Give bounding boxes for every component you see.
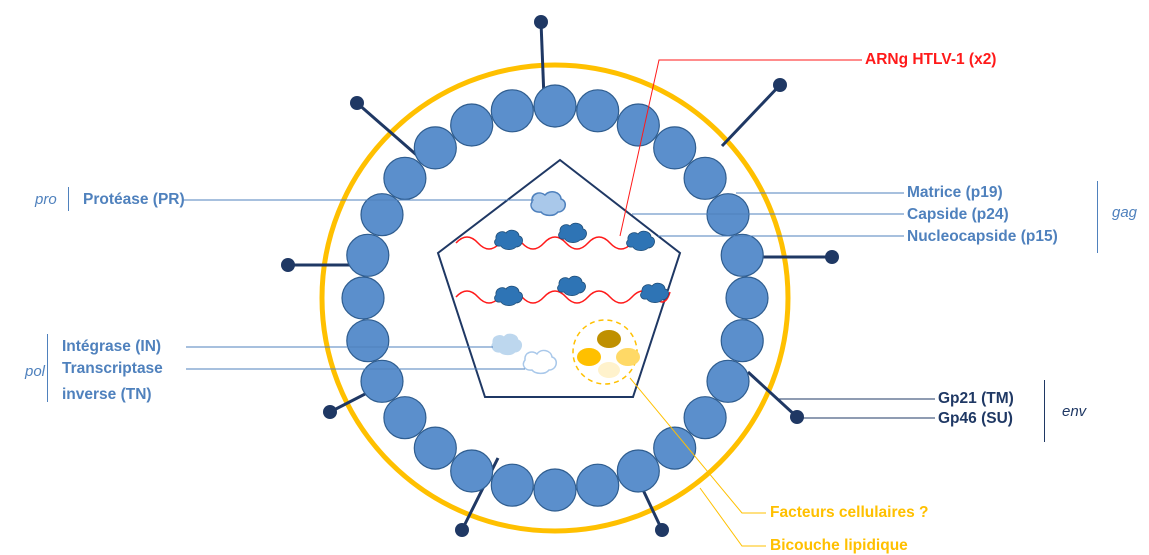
matrix-protein bbox=[683, 156, 727, 200]
lipid-bilayer-label: Bicouche lipidique bbox=[770, 537, 908, 554]
cellular-factors-label: Facteurs cellulaires ? bbox=[770, 504, 929, 521]
matrix-protein bbox=[533, 84, 577, 128]
matrix-protein bbox=[706, 193, 750, 237]
nucleocapsid-protein bbox=[626, 230, 655, 251]
transcriptase-label-line1: Transcriptase bbox=[62, 360, 163, 377]
nucleocapsid-protein bbox=[640, 282, 669, 303]
glycoprotein-spike bbox=[720, 78, 787, 148]
matrix-protein bbox=[725, 276, 769, 320]
gp46-label: Gp46 (SU) bbox=[938, 410, 1013, 427]
matrix-protein bbox=[413, 426, 457, 470]
matrix-protein bbox=[450, 103, 494, 147]
integrase-icon bbox=[491, 333, 523, 356]
env-group-bracket bbox=[1044, 380, 1045, 442]
matrix-protein bbox=[346, 233, 390, 277]
matrix-protein bbox=[653, 426, 697, 470]
cellular-factors bbox=[572, 319, 640, 385]
glycoprotein-spike bbox=[534, 15, 548, 99]
matrix-protein bbox=[616, 449, 660, 493]
glycoprotein-spike bbox=[281, 258, 358, 272]
rna-strand-bottom bbox=[455, 290, 671, 304]
matrix-protein bbox=[576, 89, 620, 133]
matrix-protein bbox=[450, 449, 494, 493]
rna-strand-top bbox=[455, 236, 655, 250]
pro-group-label: pro bbox=[35, 191, 57, 208]
glycoprotein-spike bbox=[758, 250, 839, 264]
matrix-protein bbox=[616, 103, 660, 147]
matrix-protein bbox=[653, 126, 697, 170]
env-group-label: env bbox=[1062, 403, 1087, 420]
protease-label: Protéase (PR) bbox=[83, 191, 185, 208]
matrix-protein bbox=[706, 359, 750, 403]
pol-group-label: pol bbox=[25, 363, 46, 380]
glycoprotein-spike bbox=[350, 96, 421, 160]
lipid-bilayer-envelope bbox=[319, 62, 791, 534]
matrix-protein bbox=[720, 319, 764, 363]
nucleocapsid-protein bbox=[494, 285, 523, 306]
matrix-protein bbox=[720, 233, 764, 277]
matrix-protein bbox=[383, 156, 427, 200]
gag-group-label: gag bbox=[1112, 204, 1138, 221]
leader-lines bbox=[182, 59, 935, 547]
matrix-protein-ring bbox=[341, 84, 769, 512]
matrix-protein bbox=[576, 463, 620, 507]
pol-group-bracket bbox=[47, 334, 48, 402]
matrix-label: Matrice (p19) bbox=[907, 184, 1003, 201]
capsid-label: Capside (p24) bbox=[907, 206, 1009, 223]
matrix-protein bbox=[413, 126, 457, 170]
matrix-protein bbox=[346, 319, 390, 363]
glycoprotein-spike bbox=[746, 370, 804, 424]
nucleocapsid-protein bbox=[558, 222, 587, 243]
matrix-protein bbox=[490, 89, 534, 133]
gag-group-bracket bbox=[1097, 181, 1098, 253]
gp21-label: Gp21 (TM) bbox=[938, 390, 1014, 407]
nucleocapsid-label: Nucleocapside (p15) bbox=[907, 228, 1058, 245]
matrix-protein bbox=[683, 396, 727, 440]
matrix-protein bbox=[360, 359, 404, 403]
reverse-transcriptase-icon bbox=[522, 349, 557, 375]
nucleocapsid-protein bbox=[557, 275, 586, 296]
nucleocapsid-protein bbox=[494, 229, 523, 250]
pro-group-bracket bbox=[68, 187, 69, 211]
genomic-rna-label: ARNg HTLV-1 (x2) bbox=[865, 51, 997, 68]
transcriptase-label-line2: inverse (TN) bbox=[62, 386, 152, 403]
matrix-protein bbox=[360, 193, 404, 237]
matrix-protein bbox=[341, 276, 385, 320]
nucleocapsid-proteins bbox=[494, 222, 669, 306]
matrix-protein bbox=[533, 468, 577, 512]
integrase-label: Intégrase (IN) bbox=[62, 338, 162, 355]
matrix-protein bbox=[383, 396, 427, 440]
protease-icon bbox=[530, 191, 566, 217]
matrix-protein bbox=[490, 463, 534, 507]
